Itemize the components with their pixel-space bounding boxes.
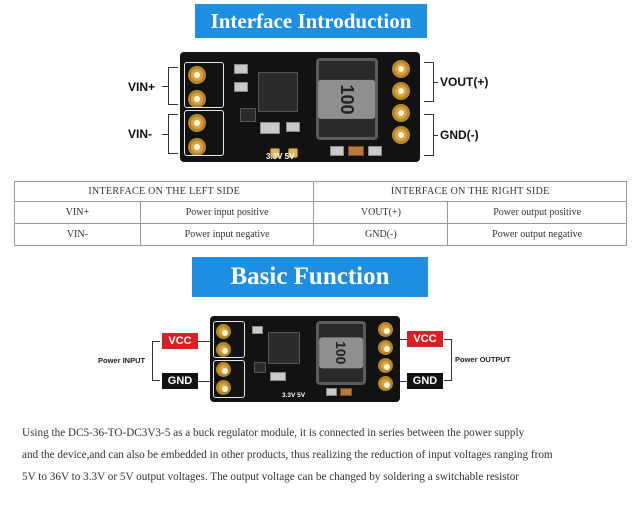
output-pad: [392, 82, 410, 100]
solder-pad: [288, 148, 298, 158]
table-cell: Power output negative: [447, 223, 627, 246]
smd-component: [252, 326, 263, 334]
inductor-marking: 100: [318, 79, 376, 119]
table-cell: Power input negative: [139, 223, 315, 246]
voltage-silkscreen: 3.3V 5V: [266, 152, 295, 161]
interface-table: INTERFACE ON THE LEFT SIDE INTERFACE ON …: [13, 181, 627, 246]
buck-module-board-bottom: 100 3.3V 5V: [210, 316, 400, 402]
interface-introduction-header: Interface Introduction: [195, 4, 427, 38]
gnd-left-leader: [198, 381, 212, 382]
table-cell: Power input positive: [139, 201, 315, 224]
gnd-bracket: [424, 114, 434, 156]
buck-module-board-top: 100 3.3V 5V: [180, 52, 420, 162]
vcc-right-leader: [400, 339, 410, 340]
power-output-label: Power OUTPUT: [455, 355, 511, 364]
power-input-label: Power INPUT: [98, 356, 146, 365]
input-pad: [216, 342, 231, 357]
smd-component: [234, 82, 248, 92]
small-chip: [240, 108, 256, 122]
smd-component: [234, 64, 248, 74]
capacitor: [340, 388, 352, 396]
description-line: Using the DC5-36-TO-DC3V3-5 as a buck re…: [22, 427, 525, 439]
solder-pad: [270, 148, 280, 158]
table-cell: VOUT(+): [313, 201, 449, 224]
input-pad: [216, 380, 231, 395]
right-side-header: INTERFACE ON THE RIGHT SIDE: [313, 181, 627, 202]
vcc-right-tag: VCC: [407, 331, 443, 347]
output-pad: [392, 104, 410, 122]
input-pad: [216, 324, 231, 339]
gnd-right-tag: GND: [407, 373, 443, 389]
input-pad: [188, 66, 206, 84]
left-side-header: INTERFACE ON THE LEFT SIDE: [13, 181, 315, 202]
regulator-chip: [268, 332, 300, 364]
gnd-right-leader: [400, 381, 410, 382]
vin-plus-label: VIN+: [128, 80, 156, 94]
regulator-chip: [258, 72, 298, 112]
description-line: and the device,and can also be embedded …: [22, 449, 553, 461]
vcc-left-tag: VCC: [162, 333, 198, 349]
output-pad: [392, 60, 410, 78]
table-cell: VIN+: [14, 201, 141, 224]
smd-component: [270, 372, 286, 381]
gnd-leader: [434, 135, 438, 136]
output-pad: [392, 126, 410, 144]
vin-minus-leader: [162, 134, 168, 135]
smd-component: [326, 388, 337, 396]
table-cell: Power output positive: [447, 201, 627, 224]
output-pad: [378, 358, 393, 373]
output-pad: [378, 376, 393, 391]
power-inductor: 100: [316, 321, 366, 385]
output-bracket: [444, 339, 452, 381]
input-pad: [188, 114, 206, 132]
vout-plus-label: VOUT(+): [440, 75, 489, 89]
table-row: VIN- Power input negative GND(-) Power o…: [14, 223, 627, 246]
table-header-row: INTERFACE ON THE LEFT SIDE INTERFACE ON …: [13, 181, 627, 202]
vin-minus-bracket: [168, 114, 178, 154]
vin-minus-label: VIN-: [128, 127, 152, 141]
voltage-silkscreen: 3.3V 5V: [282, 392, 306, 399]
inductor-marking: 100: [319, 337, 363, 369]
small-chip: [254, 362, 266, 373]
basic-function-header: Basic Function: [192, 257, 428, 297]
silkscreen-outline: [213, 360, 245, 398]
vin-plus-bracket: [168, 67, 178, 105]
smd-component: [286, 122, 300, 132]
input-bracket: [152, 341, 160, 381]
silkscreen-outline: [184, 62, 224, 108]
smd-component: [368, 146, 382, 156]
input-pad: [216, 362, 231, 377]
vout-leader: [434, 82, 438, 83]
vcc-left-leader: [198, 341, 212, 342]
gnd-minus-label: GND(-): [440, 128, 479, 142]
table-row: VIN+ Power input positive VOUT(+) Power …: [14, 201, 627, 224]
input-pad: [188, 90, 206, 108]
description-text: Using the DC5-36-TO-DC3V3-5 as a buck re…: [22, 422, 622, 488]
input-pad: [188, 138, 206, 156]
smd-component: [260, 122, 280, 134]
power-inductor: 100: [316, 58, 378, 140]
output-pad: [378, 340, 393, 355]
output-pad: [378, 322, 393, 337]
capacitor: [348, 146, 364, 156]
description-line: 5V to 36V to 3.3V or 5V output voltages.…: [22, 471, 520, 483]
table-cell: VIN-: [14, 223, 141, 246]
silkscreen-outline: [213, 321, 245, 358]
silkscreen-outline: [184, 110, 224, 156]
gnd-left-tag: GND: [162, 373, 198, 389]
vout-bracket: [424, 62, 434, 102]
smd-component: [330, 146, 344, 156]
vin-plus-leader: [162, 86, 168, 87]
table-cell: GND(-): [313, 223, 449, 246]
